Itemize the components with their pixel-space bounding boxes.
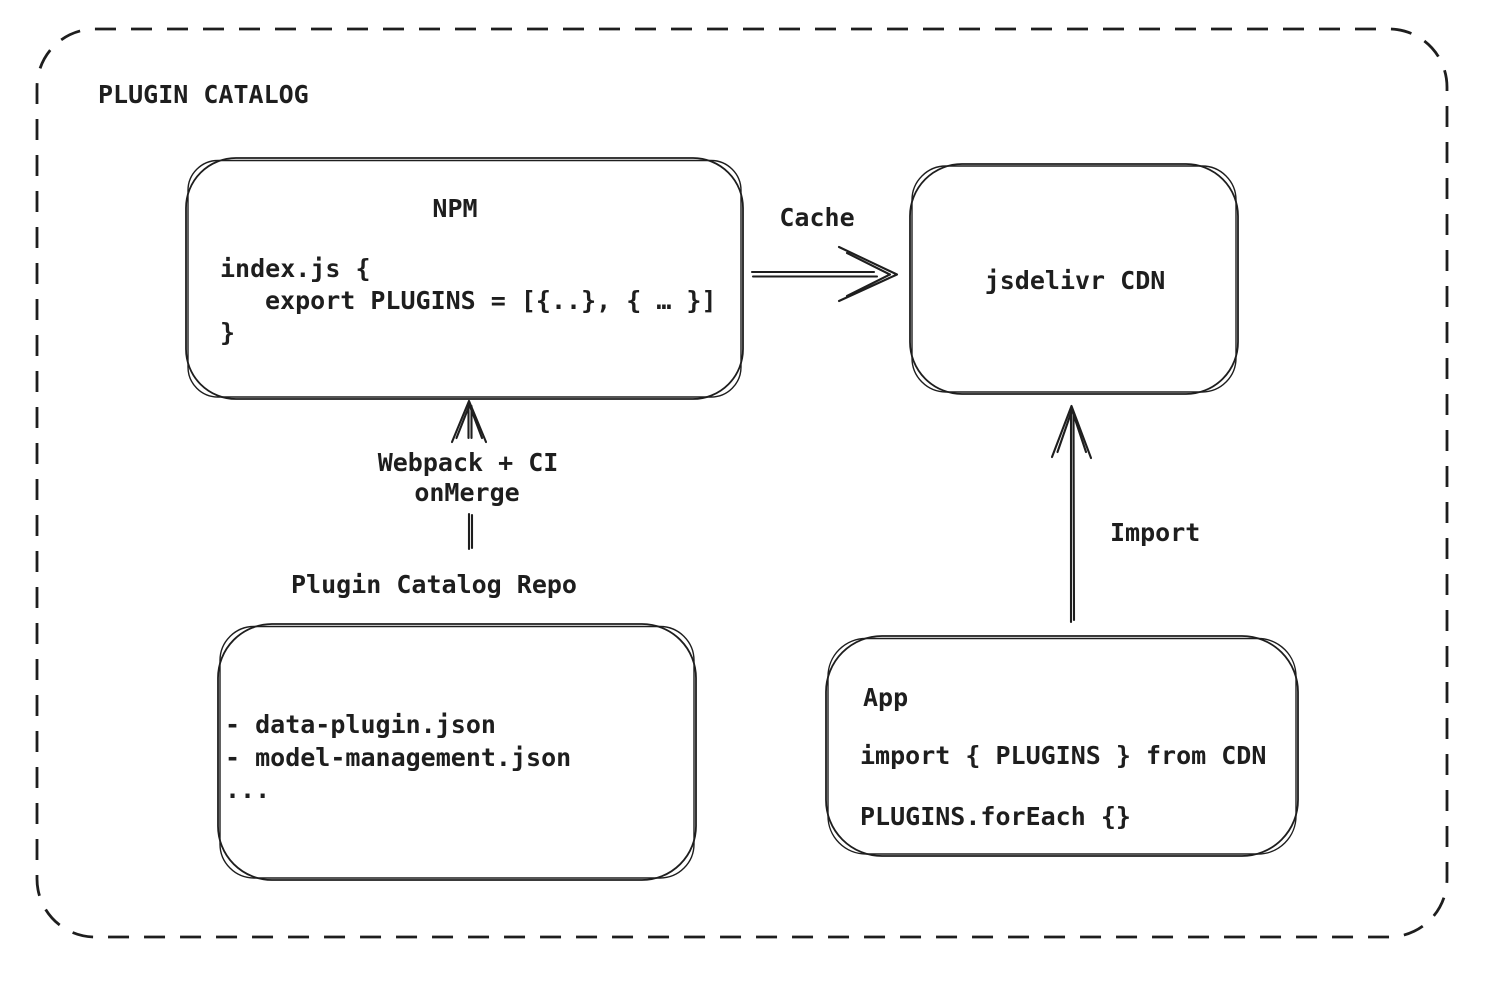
- catalog-boundary[interactable]: PLUGIN CATALOG: [35, 27, 1449, 939]
- repo-file-item: - model-management.json: [225, 743, 571, 772]
- npm-code-line: index.js {: [220, 254, 371, 283]
- import-arrow[interactable]: Import: [1050, 404, 1200, 624]
- cdn-node[interactable]: jsdelivr CDN: [909, 163, 1239, 395]
- cache-arrow[interactable]: Cache: [750, 203, 899, 303]
- npm-code-line: }: [220, 318, 235, 347]
- app-node-box[interactable]: [825, 635, 1299, 857]
- repo-node-box-sketch: [219, 625, 695, 879]
- npm-node-box[interactable]: [185, 157, 744, 400]
- catalog-boundary-frame: [35, 27, 1449, 939]
- import-arrow-shaft: [1072, 410, 1076, 622]
- cdn-node-box-sketch: [911, 165, 1237, 393]
- cdn-label: jsdelivr CDN: [985, 266, 1166, 295]
- app-node-box-sketch: [827, 637, 1297, 855]
- import-arrowhead-icon: [1050, 404, 1093, 460]
- cache-arrowhead-icon: [845, 251, 892, 298]
- repo-node[interactable]: Plugin Catalog Repo - data-plugin.json -…: [217, 570, 697, 881]
- app-code-line: import { PLUGINS } from CDN: [860, 741, 1266, 770]
- npm-node-box-sketch: [187, 159, 742, 398]
- import-arrow-label: Import: [1110, 518, 1200, 547]
- build-arrowhead-icon: [455, 403, 484, 440]
- diagram-title: PLUGIN CATALOG: [98, 80, 309, 109]
- build-arrowhead-icon: [450, 399, 488, 444]
- npm-node[interactable]: NPM index.js { export PLUGINS = [{..}, {…: [185, 157, 744, 400]
- repo-file-item: ...: [225, 775, 270, 804]
- build-arrow-label: Webpack + CI: [378, 448, 559, 477]
- build-arrow[interactable]: Webpack + CI onMerge: [378, 399, 559, 551]
- app-title: App: [863, 683, 908, 712]
- repo-label: Plugin Catalog Repo: [291, 570, 577, 599]
- app-code-line: PLUGINS.forEach {}: [860, 802, 1131, 831]
- app-node[interactable]: App import { PLUGINS } from CDN PLUGINS.…: [825, 635, 1299, 857]
- npm-title: NPM: [432, 194, 477, 223]
- import-arrowhead-icon: [1056, 408, 1088, 454]
- repo-node-box[interactable]: [217, 623, 697, 881]
- repo-file-item: - data-plugin.json: [225, 710, 496, 739]
- build-arrow-label: onMerge: [414, 478, 519, 507]
- cache-arrowhead-icon: [837, 245, 899, 303]
- npm-code-line: export PLUGINS = [{..}, { … }]: [265, 286, 717, 315]
- cdn-node-box[interactable]: [909, 163, 1239, 395]
- cache-arrow-label: Cache: [779, 203, 854, 232]
